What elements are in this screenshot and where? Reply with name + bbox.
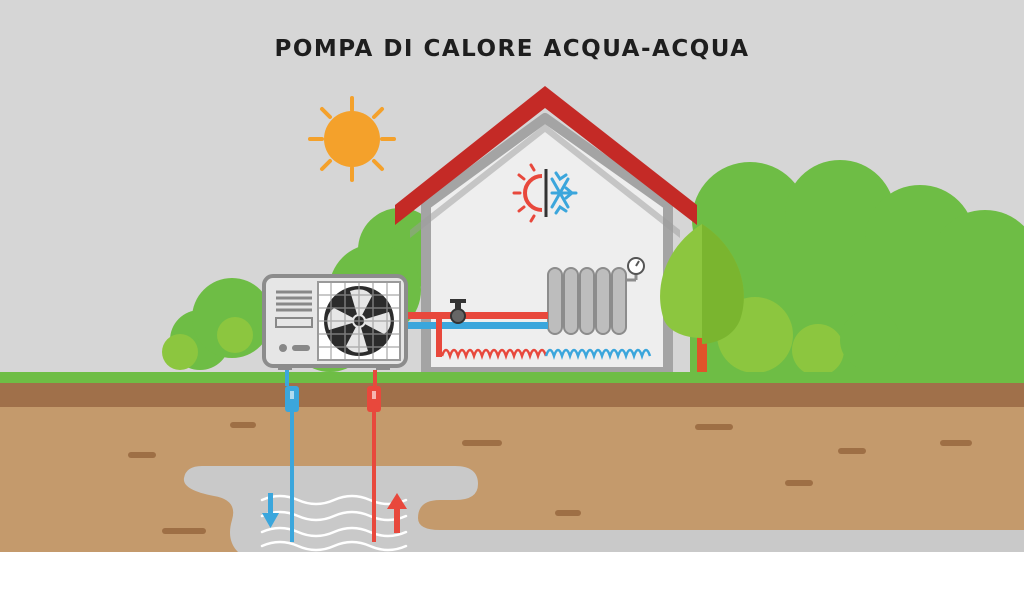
bottom-margin bbox=[0, 552, 1024, 600]
valve-icon bbox=[450, 299, 466, 324]
fan-icon bbox=[317, 281, 401, 361]
soil-pebbles bbox=[128, 422, 972, 534]
cold-water-pipe bbox=[285, 370, 299, 542]
supply-pipes bbox=[402, 312, 548, 357]
background-bushes bbox=[162, 160, 1024, 376]
tree bbox=[660, 224, 744, 374]
floor-heating-cold bbox=[544, 348, 652, 360]
floor-heating-hot bbox=[440, 348, 548, 360]
arrow-down-icon bbox=[262, 493, 279, 528]
radiator-icon bbox=[547, 267, 638, 335]
diagram-title: POMPA DI CALORE ACQUA-ACQUA bbox=[274, 36, 750, 62]
sun-icon bbox=[308, 96, 396, 182]
water-waves bbox=[260, 494, 408, 552]
heat-cool-icon bbox=[512, 163, 578, 223]
arrow-up-icon bbox=[387, 493, 407, 533]
grass-strip bbox=[0, 372, 1024, 383]
groundwater bbox=[183, 466, 1024, 552]
hot-water-pipe bbox=[367, 370, 381, 542]
soil-layer bbox=[0, 407, 1024, 552]
gauge-icon bbox=[627, 257, 645, 275]
soil-top-layer bbox=[0, 383, 1024, 407]
